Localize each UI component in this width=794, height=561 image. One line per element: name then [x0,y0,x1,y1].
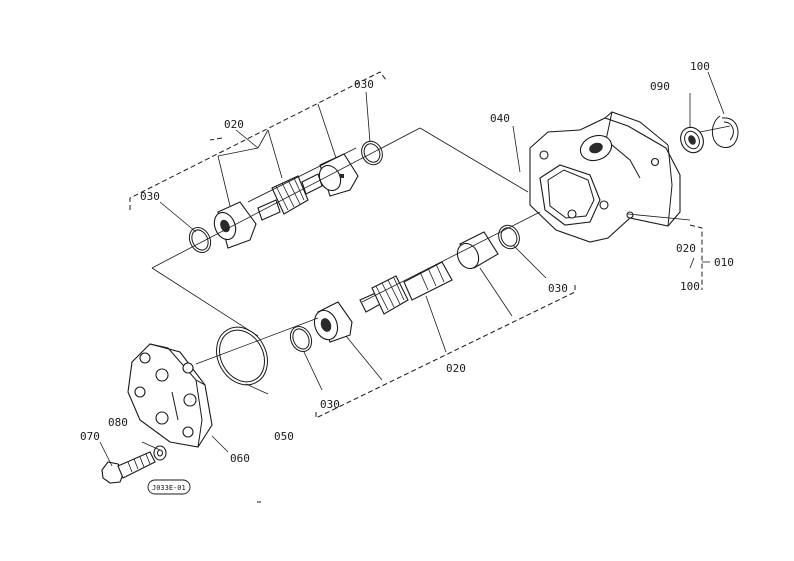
drawing-code-stamp: J033E-01 [147,479,191,495]
oil-seal [680,126,704,154]
label-030-mid-right: 030 [548,282,568,295]
drive-gear-shaft [359,261,453,315]
label-080: 080 [108,416,128,429]
o-ring-lower-left [289,325,313,353]
label-070: 070 [80,430,100,443]
bracket-lower-set [315,284,576,419]
label-030-top-right: 030 [354,78,374,91]
o-ring-upper-left [188,226,212,254]
drawing-code: J033E-01 [152,484,186,492]
snap-ring [711,115,739,148]
label-010: 010 [714,256,734,269]
label-040: 040 [490,112,510,125]
large-o-ring [216,326,268,386]
label-060: 060 [230,452,250,465]
bushing-upper-right [318,153,359,197]
cover-plate [127,343,213,448]
bushing-lower-right [456,231,499,270]
washer [153,445,167,461]
label-090: 090 [650,80,670,93]
o-ring-mid-right [498,224,520,250]
assembly-lines [151,125,731,365]
label-020-right: 020 [676,242,696,255]
label-030-bottom-left: 030 [320,398,340,411]
bushing-upper-left [213,201,257,249]
bushing-lower-left [313,301,353,343]
hex-bolt [101,451,156,484]
label-020-top: 020 [224,118,244,131]
bracket-upper-set [129,71,387,210]
label-020-mid: 020 [446,362,466,375]
bracket-right-set [689,224,710,290]
label-100-top: 100 [690,60,710,73]
label-100-bottom: 100 [680,280,700,293]
label-050: 050 [274,430,294,443]
pump-body [529,111,681,243]
leader-lines [99,71,725,467]
label-030-top-left: 030 [140,190,160,203]
